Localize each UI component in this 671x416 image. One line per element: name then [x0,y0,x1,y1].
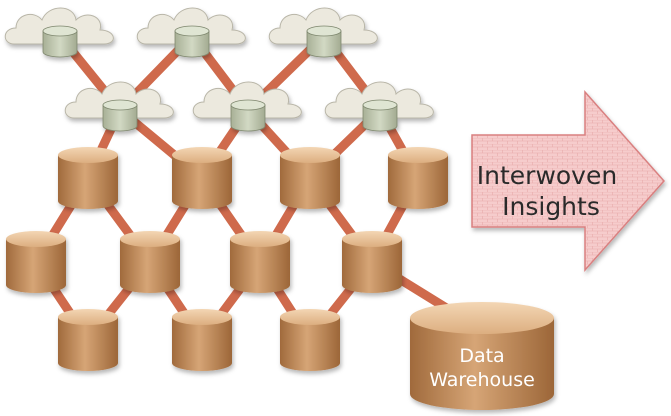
cloud-db-top [306,25,342,37]
warehouse-label-line1: Data [459,345,504,367]
cloud-database-node [4,7,114,58]
cylinder-body [280,317,340,371]
cloud-db-top [42,25,78,37]
cylinder-body [120,239,180,293]
data-warehouse-cylinder [410,302,554,410]
cylinder-top [120,231,180,247]
cylinder-top [58,147,118,163]
arrow-label-line2: Insights [502,192,600,221]
cylinder-top [280,309,340,325]
database-cylinder [280,309,340,371]
cloud-database-node [64,81,174,132]
cloud-db-top [102,99,138,111]
database-cylinder [172,309,232,371]
cloud-nodes [4,7,434,132]
database-cylinder [58,309,118,371]
cloud-db-top [362,99,398,111]
cylinder-body [280,155,340,209]
cylinder-top [388,147,448,163]
database-nodes [6,147,448,371]
cloud-db-top [230,99,266,111]
cloud-database-node [136,7,246,58]
cloud-db-body [174,30,210,58]
cylinder-body [388,155,448,209]
cylinder-body [58,317,118,371]
cylinder-body [172,317,232,371]
database-cylinder [280,147,340,209]
cylinder-top [230,231,290,247]
cylinder-top [58,309,118,325]
cloud-db-top [174,25,210,37]
cloud-db-body [102,104,138,132]
cloud-db-body [306,30,342,58]
cylinder-top [172,147,232,163]
cylinder-top [280,147,340,163]
cylinder-top [6,231,66,247]
cloud-database-node [192,81,302,132]
database-cylinder [120,231,180,293]
cylinder-body [6,239,66,293]
cloud-db-body [42,30,78,58]
database-cylinder [6,231,66,293]
cylinder-top [342,231,402,247]
cylinder-body [342,239,402,293]
cylinder-top [172,309,232,325]
cloud-db-body [362,104,398,132]
warehouse-label-line2: Warehouse [429,369,535,391]
database-cylinder [230,231,290,293]
database-cylinder [58,147,118,209]
cylinder-body [230,239,290,293]
cloud-database-node [324,81,434,132]
cylinder-body [58,155,118,209]
database-cylinder [388,147,448,209]
cloud-database-node [268,7,378,58]
cloud-db-body [230,104,266,132]
database-cylinder [342,231,402,293]
cylinder-body [172,155,232,209]
arrow-label-line1: Interwoven [477,161,617,190]
insights-arrow [471,90,666,272]
arrow-shape [471,90,666,272]
database-cylinder [172,147,232,209]
